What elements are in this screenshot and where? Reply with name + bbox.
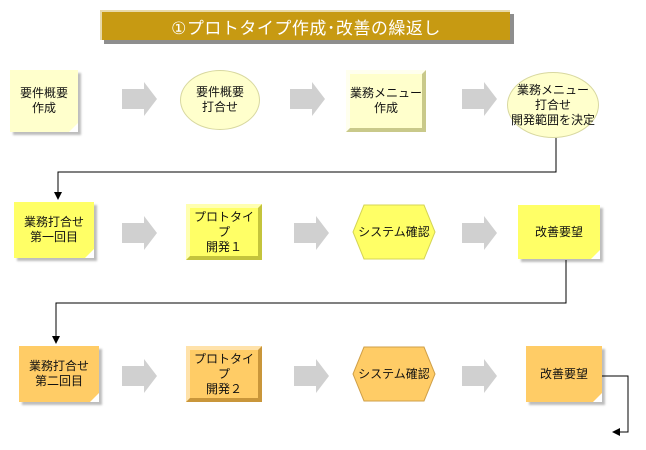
system-check-2-label: システム確認 bbox=[358, 366, 430, 381]
business-menu-meeting-label: 業務メニュー 打合せ 開発範囲を決定 bbox=[510, 82, 595, 127]
system-check-2-shape: システム確認 bbox=[352, 346, 436, 402]
page-title: ①プロトタイプ作成･改善の繰返し bbox=[171, 18, 441, 39]
gray-arrow-icon bbox=[122, 359, 157, 393]
system-check-1-label: システム確認 bbox=[358, 224, 430, 239]
gray-arrow-icon bbox=[462, 359, 497, 393]
system-check-1-shape: システム確認 bbox=[352, 204, 436, 260]
prototype-dev-1-box: プロトタイプ 開発１ bbox=[186, 204, 262, 260]
hexagon-shape bbox=[352, 204, 436, 260]
prototype-dev-1-label: プロトタイプ 開発１ bbox=[193, 209, 254, 254]
connector-row2-to-row3 bbox=[52, 260, 567, 344]
prototype-dev-2-label: プロトタイプ 開発２ bbox=[193, 351, 254, 396]
hexagon-shape bbox=[352, 346, 436, 402]
improvement-request-2-note: 改善要望 bbox=[526, 346, 602, 402]
business-menu-box: 業務メニュー 作成 bbox=[346, 70, 426, 132]
business-menu-label: 業務メニュー 作成 bbox=[350, 86, 423, 115]
business-meeting-2-note: 業務打合せ 第二回目 bbox=[19, 346, 99, 402]
requirements-outline-label: 要件概要 作成 bbox=[19, 86, 68, 115]
gray-arrow-icon bbox=[294, 216, 329, 250]
gray-arrow-icon bbox=[294, 359, 329, 393]
gray-arrow-icon bbox=[290, 82, 325, 116]
gray-arrow-icon bbox=[462, 216, 497, 250]
gray-arrow-icon bbox=[462, 82, 497, 116]
business-meeting-1-note: 業務打合せ 第一回目 bbox=[14, 202, 94, 258]
business-menu-meeting-ellipse: 業務メニュー 打合せ 開発範囲を決定 bbox=[507, 72, 599, 138]
business-meeting-1-label: 業務打合せ 第一回目 bbox=[23, 215, 84, 244]
connector-row1-to-row2 bbox=[54, 138, 557, 200]
improvement-request-1-label: 改善要望 bbox=[534, 224, 583, 239]
requirements-meeting-ellipse: 要件概要 打合せ bbox=[180, 70, 260, 130]
improvement-request-2-label: 改善要望 bbox=[539, 366, 588, 381]
connector-row3-exit bbox=[602, 375, 629, 436]
gray-arrow-icon bbox=[122, 216, 157, 250]
business-meeting-2-label: 業務打合せ 第二回目 bbox=[28, 359, 89, 388]
requirements-meeting-label: 要件概要 打合せ bbox=[195, 85, 244, 114]
title-banner: ①プロトタイプ作成･改善の繰返し bbox=[100, 10, 510, 40]
requirements-outline-note: 要件概要 作成 bbox=[10, 70, 78, 132]
prototype-dev-2-box: プロトタイプ 開発２ bbox=[186, 346, 262, 402]
gray-arrow-icon bbox=[122, 82, 157, 116]
improvement-request-1-note: 改善要望 bbox=[518, 205, 600, 259]
